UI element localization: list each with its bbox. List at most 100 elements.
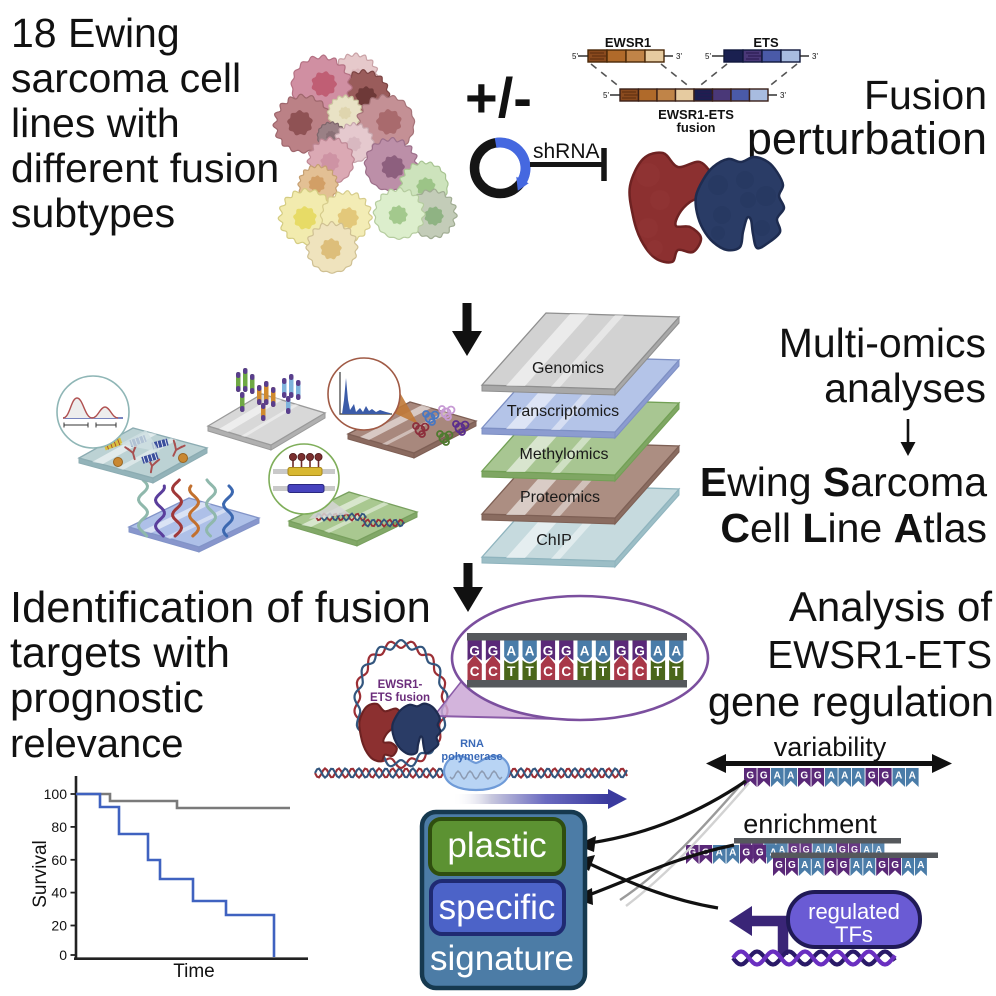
svg-text:G: G xyxy=(746,771,754,782)
svg-text:C: C xyxy=(543,664,553,679)
svg-text:A: A xyxy=(787,771,794,782)
svg-text:60: 60 xyxy=(51,852,67,868)
svg-text:Genomics: Genomics xyxy=(532,360,604,377)
svg-text:EWSR1-: EWSR1- xyxy=(378,679,423,691)
svg-text:G: G xyxy=(803,844,810,854)
svg-text:5': 5' xyxy=(705,52,711,61)
svg-text:relevance: relevance xyxy=(10,722,183,766)
svg-text:5': 5' xyxy=(572,52,578,61)
svg-text:A: A xyxy=(779,844,786,854)
svg-text:variability: variability xyxy=(774,732,887,762)
svg-text:G: G xyxy=(488,644,499,659)
svg-text:A: A xyxy=(671,644,681,659)
svg-text:Methylomics: Methylomics xyxy=(520,446,609,463)
svg-text:3': 3' xyxy=(676,52,682,61)
svg-text:Proteomics: Proteomics xyxy=(520,489,600,506)
svg-text:Ewing Sarcoma: Ewing Sarcoma xyxy=(700,459,987,505)
svg-text:G: G xyxy=(688,848,696,859)
svg-text:C: C xyxy=(616,664,626,679)
svg-text:A: A xyxy=(828,771,835,782)
svg-text:sarcoma cell: sarcoma cell xyxy=(11,55,241,101)
svg-text:lines with: lines with xyxy=(11,100,180,146)
svg-text:C: C xyxy=(470,664,480,679)
svg-text:C: C xyxy=(561,664,571,679)
svg-text:A: A xyxy=(904,860,911,871)
svg-text:ETS fusion: ETS fusion xyxy=(370,692,430,704)
svg-text:G: G xyxy=(790,844,797,854)
svg-text:+/-: +/- xyxy=(465,66,532,129)
svg-text:A: A xyxy=(598,644,608,659)
svg-text:plastic: plastic xyxy=(447,826,546,865)
svg-text:G: G xyxy=(800,771,808,782)
svg-text:Fusion: Fusion xyxy=(864,72,987,118)
svg-text:G: G xyxy=(742,848,750,859)
svg-text:enrichment: enrichment xyxy=(743,809,877,839)
svg-text:G: G xyxy=(878,860,886,871)
svg-text:G: G xyxy=(469,644,480,659)
svg-text:Analysis of: Analysis of xyxy=(789,583,992,630)
svg-text:T: T xyxy=(507,664,516,679)
svg-text:RNA: RNA xyxy=(460,738,484,750)
svg-text:5': 5' xyxy=(603,91,609,100)
svg-text:polymerase: polymerase xyxy=(441,751,502,763)
svg-text:G: G xyxy=(868,771,876,782)
svg-text:80: 80 xyxy=(51,819,67,835)
svg-text:A: A xyxy=(855,771,862,782)
svg-text:G: G xyxy=(616,644,627,659)
svg-text:A: A xyxy=(774,771,781,782)
svg-text:fusion: fusion xyxy=(677,120,716,135)
svg-text:Survival: Survival xyxy=(30,840,51,908)
svg-text:signature: signature xyxy=(430,939,574,978)
svg-text:C: C xyxy=(488,664,498,679)
svg-text:G: G xyxy=(891,860,899,871)
svg-text:Transcriptomics: Transcriptomics xyxy=(507,403,619,420)
svg-text:A: A xyxy=(841,771,848,782)
svg-text:A: A xyxy=(895,771,902,782)
svg-text:0: 0 xyxy=(59,947,67,963)
svg-text:Cell Line Atlas: Cell Line Atlas xyxy=(720,505,987,551)
svg-text:analyses: analyses xyxy=(824,365,986,411)
svg-text:G: G xyxy=(760,771,768,782)
svg-text:different fusion: different fusion xyxy=(11,145,279,191)
svg-text:G: G xyxy=(788,860,796,871)
svg-text:A: A xyxy=(525,644,535,659)
svg-text:T: T xyxy=(654,664,663,679)
svg-text:G: G xyxy=(851,844,858,854)
svg-text:G: G xyxy=(775,860,783,871)
svg-text:A: A xyxy=(863,844,870,854)
svg-text:G: G xyxy=(827,860,835,871)
svg-text:A: A xyxy=(506,644,516,659)
svg-text:100: 100 xyxy=(44,786,68,802)
svg-text:G: G xyxy=(839,844,846,854)
svg-text:EWSR1: EWSR1 xyxy=(605,35,651,50)
svg-text:G: G xyxy=(634,644,645,659)
svg-text:A: A xyxy=(866,860,873,871)
svg-text:ChIP: ChIP xyxy=(536,532,572,549)
svg-text:20: 20 xyxy=(51,918,67,934)
svg-text:A: A xyxy=(814,860,821,871)
svg-text:3': 3' xyxy=(780,91,786,100)
svg-text:A: A xyxy=(801,860,808,871)
svg-text:targets with: targets with xyxy=(10,629,230,677)
svg-text:A: A xyxy=(909,771,916,782)
svg-text:G: G xyxy=(840,860,848,871)
svg-text:G: G xyxy=(543,644,554,659)
svg-text:C: C xyxy=(635,664,645,679)
svg-text:A: A xyxy=(876,844,883,854)
svg-text:perturbation: perturbation xyxy=(747,113,987,164)
svg-text:T: T xyxy=(580,664,589,679)
svg-text:EWSR1-ETS: EWSR1-ETS xyxy=(658,107,734,122)
svg-text:Time: Time xyxy=(173,961,215,982)
svg-text:40: 40 xyxy=(51,885,67,901)
svg-text:prognostic: prognostic xyxy=(10,674,204,721)
svg-text:Identification of fusion: Identification of fusion xyxy=(10,584,431,632)
svg-text:A: A xyxy=(653,644,663,659)
svg-text:T: T xyxy=(599,664,608,679)
svg-text:gene regulation: gene regulation xyxy=(708,678,994,725)
svg-text:G: G xyxy=(756,848,764,859)
svg-text:3': 3' xyxy=(812,52,818,61)
svg-text:T: T xyxy=(672,664,681,679)
svg-text:A: A xyxy=(917,860,924,871)
svg-text:EWSR1-ETS: EWSR1-ETS xyxy=(767,634,992,677)
svg-text:G: G xyxy=(814,771,822,782)
